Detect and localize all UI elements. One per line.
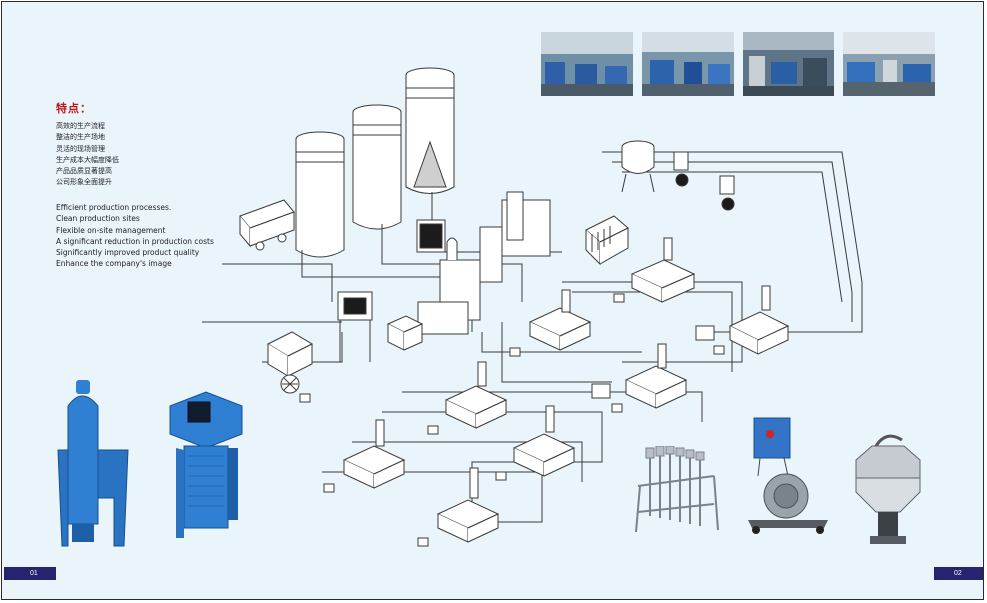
features-list-cn: 高效的生产流程 整洁的生产场地 灵活的现场管理 生产成本大幅度降低 产品品质显著… — [56, 121, 119, 189]
mixing-tank — [621, 140, 735, 211]
factory-photo — [743, 32, 834, 96]
distribution-station — [585, 215, 629, 266]
silo — [405, 67, 455, 194]
injection-molding-machine — [495, 405, 576, 481]
distribution-rack-product — [635, 446, 719, 533]
feature-en-item: A significant reduction in production co… — [56, 236, 214, 246]
feature-en-item: Enhance the company's image — [56, 259, 172, 269]
vacuum-blower-product — [748, 417, 828, 534]
features-list-en: Efficient production processes. Clean pr… — [56, 202, 214, 270]
features-heading: 特点： — [56, 103, 92, 115]
feature-cn-item: 生产成本大幅度降低 — [56, 155, 119, 164]
factory-photo — [642, 32, 734, 96]
silo — [352, 104, 402, 230]
crusher — [386, 315, 424, 351]
injection-molding-machine — [613, 237, 696, 303]
dryer-unit — [479, 191, 551, 283]
control-cabinet-product — [169, 391, 243, 538]
injection-molding-machine — [427, 361, 508, 435]
page-number-left: 01 — [4, 567, 56, 580]
injection-molding-machine — [695, 285, 790, 355]
injection-molding-machine — [323, 419, 406, 493]
factory-photo — [843, 32, 935, 96]
feature-cn-item: 灵活的现场管理 — [56, 144, 105, 153]
factory-photo — [541, 32, 633, 96]
feature-cn-item: 整洁的生产场地 — [56, 133, 105, 142]
blower — [266, 331, 314, 403]
control-cabinet — [337, 291, 373, 362]
feature-cn-item: 产品品质显著提高 — [56, 167, 112, 176]
feature-en-item: Clean production sites — [56, 214, 140, 224]
injection-molding-machine — [509, 289, 592, 357]
dryer-unit — [416, 219, 446, 253]
silo — [295, 131, 345, 258]
hopper-loader-product — [855, 434, 921, 544]
feature-en-item: Significantly improved product quality — [56, 248, 200, 258]
vacuum-tank-product — [57, 380, 129, 547]
dryer-unit — [417, 237, 481, 335]
feature-cn-item: 公司形象全面提升 — [56, 178, 112, 187]
injection-molding-machine — [417, 467, 500, 547]
feature-cn-item: 高效的生产流程 — [56, 122, 105, 130]
feature-en-item: Efficient production processes. — [56, 203, 172, 212]
page-number-right: 02 — [934, 567, 983, 580]
injection-molding-machine — [591, 343, 688, 413]
feature-en-item: Flexible on-site management — [56, 225, 166, 235]
truck — [239, 199, 295, 251]
